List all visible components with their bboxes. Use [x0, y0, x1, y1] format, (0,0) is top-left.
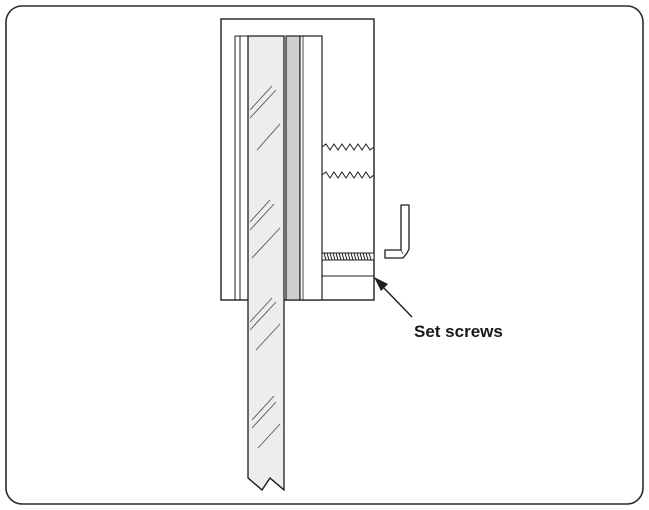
section-break-lines — [321, 143, 375, 179]
set-screw-icon — [321, 252, 375, 261]
hex-key-icon — [384, 204, 410, 259]
clamp-bracket — [220, 18, 375, 301]
callout-arrow — [374, 277, 413, 318]
glass-panel — [247, 35, 285, 492]
set-screws-label: Set screws — [414, 322, 503, 341]
